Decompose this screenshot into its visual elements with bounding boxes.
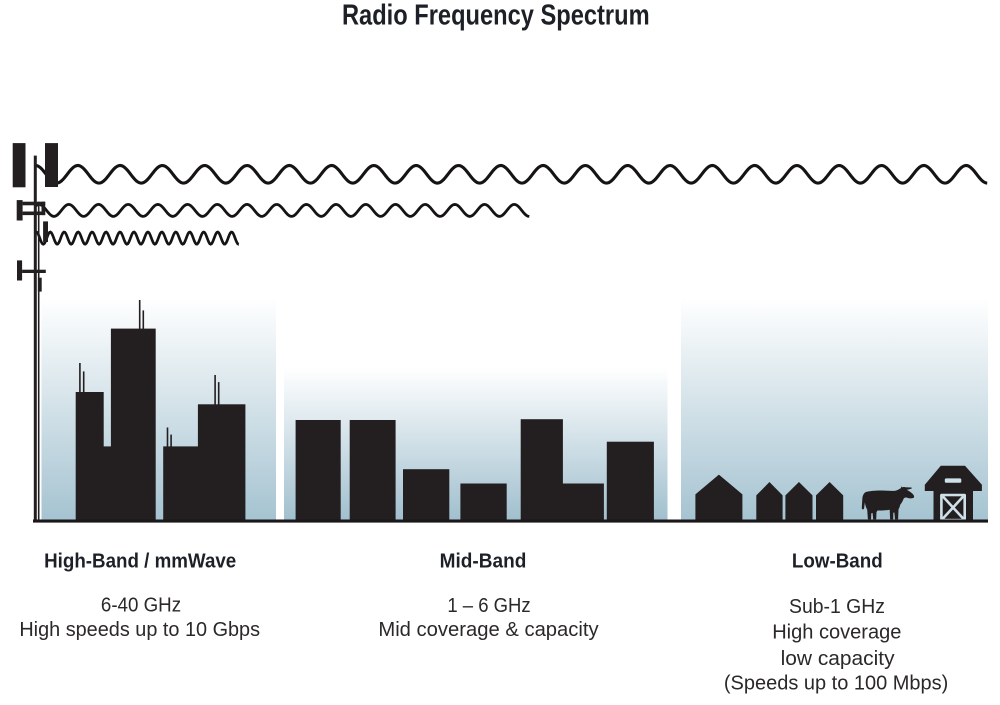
svg-text:Radio Frequency Spectrum: Radio Frequency Spectrum: [342, 0, 650, 32]
svg-text:(Speeds up to 100 Mbps): (Speeds up to 100 Mbps): [724, 672, 948, 694]
svg-text:Mid coverage & capacity: Mid coverage & capacity: [378, 619, 598, 641]
svg-text:6-40 GHz: 6-40 GHz: [101, 595, 181, 617]
svg-text:low capacity: low capacity: [781, 648, 895, 670]
svg-text:High-Band / mmWave: High-Band / mmWave: [44, 550, 236, 572]
svg-text:Mid-Band: Mid-Band: [440, 550, 527, 572]
svg-text:High coverage: High coverage: [772, 621, 901, 643]
svg-text:High speeds up to 10 Gbps: High speeds up to 10 Gbps: [19, 619, 260, 641]
svg-text:Low-Band: Low-Band: [792, 550, 883, 572]
svg-text:1 – 6 GHz: 1 – 6 GHz: [447, 595, 530, 617]
svg-text:Sub-1 GHz: Sub-1 GHz: [789, 596, 885, 618]
